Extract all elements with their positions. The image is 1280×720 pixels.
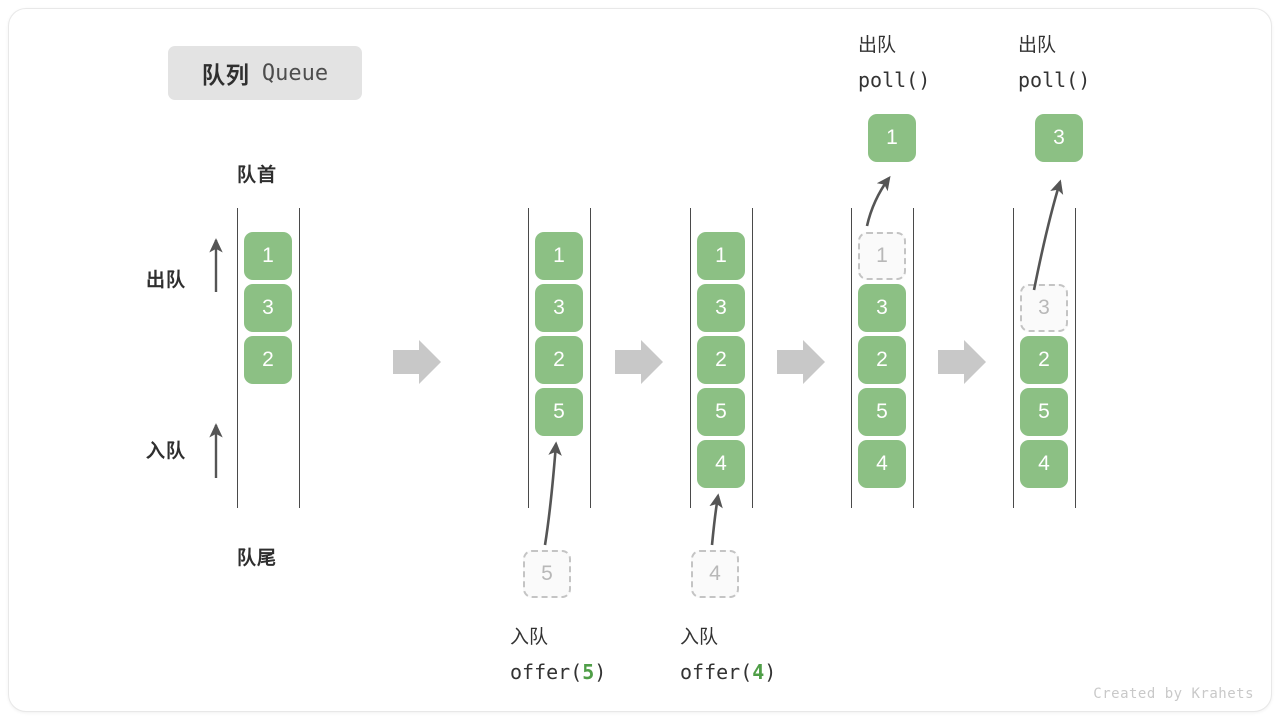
- operation-label-poll-1: 出队 poll(): [858, 28, 930, 98]
- queue-cell: 4: [1020, 440, 1068, 488]
- enqueue-direction-label: 入队: [146, 441, 187, 462]
- queue-cell-ghost: 3: [1020, 284, 1068, 332]
- credit-text: Created by Krahets: [1093, 686, 1254, 702]
- operation-code-poll-1: poll(): [858, 68, 931, 92]
- operation-cn-offer-5: 入队: [510, 627, 549, 648]
- queue-cell: 2: [858, 336, 906, 384]
- incoming-ghost-cell-4: 4: [691, 550, 739, 598]
- operation-code-offer-5: offer(5): [510, 660, 607, 684]
- title-badge: 队列 Queue: [168, 46, 362, 100]
- incoming-ghost-cell-5: 5: [523, 550, 571, 598]
- operation-label-poll-2: 出队 poll(): [1018, 28, 1090, 98]
- queue-cell: 4: [858, 440, 906, 488]
- rear-label: 队尾: [237, 548, 278, 569]
- queue-cell-ghost: 1: [858, 232, 906, 280]
- front-label: 队首: [237, 165, 278, 186]
- queue-cell: 2: [1020, 336, 1068, 384]
- queue-column-after-poll-1: 1 3 2 5 4: [851, 208, 914, 508]
- dequeue-direction-label: 出队: [146, 270, 187, 291]
- queue-rail-right: [299, 208, 300, 508]
- operation-label-offer-4: 入队 offer(4): [680, 620, 776, 690]
- queue-cell: 2: [697, 336, 745, 384]
- queue-cell: 4: [697, 440, 745, 488]
- queue-column-after-offer-5: 1 3 2 5: [528, 208, 591, 508]
- queue-rail-left: [237, 208, 238, 508]
- queue-rail-left: [1013, 208, 1014, 508]
- queue-cell: 2: [244, 336, 292, 384]
- queue-rail-right: [913, 208, 914, 508]
- operation-cn-offer-4: 入队: [680, 627, 719, 648]
- queue-cell: 3: [244, 284, 292, 332]
- queue-cell: 1: [535, 232, 583, 280]
- operation-cn-poll-2: 出队: [1018, 35, 1057, 56]
- queue-cell: 1: [697, 232, 745, 280]
- operation-cn-poll-1: 出队: [858, 35, 897, 56]
- operation-code-poll-2: poll(): [1018, 68, 1091, 92]
- queue-column-after-poll-3: 3 2 5 4: [1013, 208, 1076, 508]
- queue-cell: 5: [535, 388, 583, 436]
- title-english: Queue: [261, 60, 329, 86]
- queue-cell: 5: [697, 388, 745, 436]
- operation-label-offer-5: 入队 offer(5): [510, 620, 606, 690]
- queue-cell: 1: [244, 232, 292, 280]
- queue-cell: 5: [1020, 388, 1068, 436]
- queue-rail-left: [690, 208, 691, 508]
- queue-rail-left: [851, 208, 852, 508]
- queue-cell: 2: [535, 336, 583, 384]
- queue-cell: 3: [535, 284, 583, 332]
- popped-cell-3: 3: [1035, 114, 1083, 162]
- title-chinese: 队列: [201, 62, 250, 88]
- diagram-card: [8, 8, 1272, 712]
- queue-cell: 5: [858, 388, 906, 436]
- queue-rail-left: [528, 208, 529, 508]
- queue-cell: 3: [697, 284, 745, 332]
- queue-cell: 3: [858, 284, 906, 332]
- queue-rail-right: [1075, 208, 1076, 508]
- queue-rail-right: [590, 208, 591, 508]
- queue-column-initial: 1 3 2: [237, 208, 300, 508]
- popped-cell-1: 1: [868, 114, 916, 162]
- queue-column-after-offer-4: 1 3 2 5 4: [690, 208, 753, 508]
- queue-rail-right: [752, 208, 753, 508]
- operation-code-offer-4: offer(4): [680, 660, 777, 684]
